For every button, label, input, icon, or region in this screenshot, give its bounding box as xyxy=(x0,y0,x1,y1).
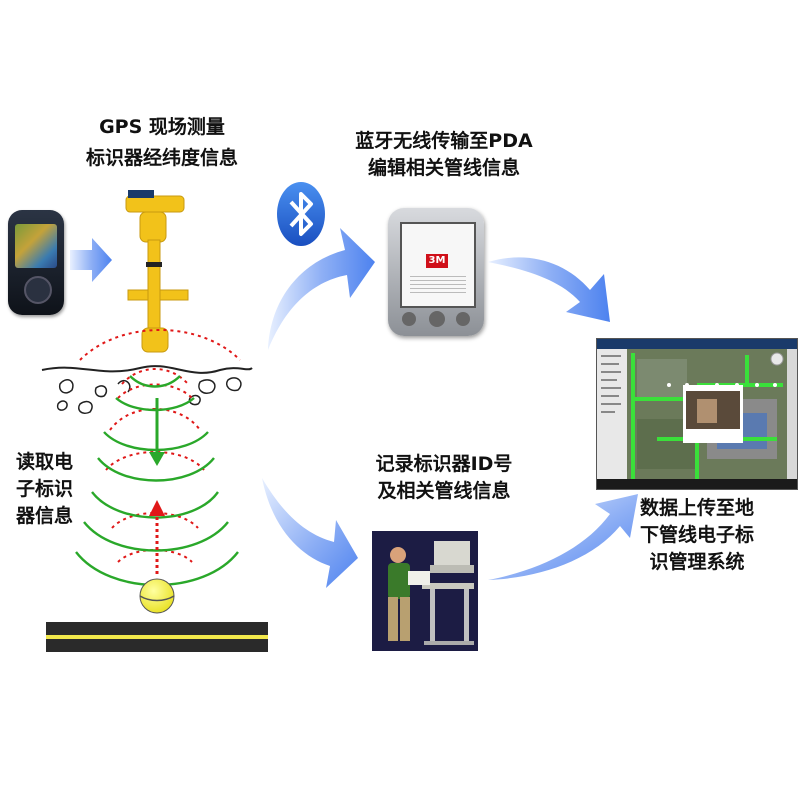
upward-signal-arrow xyxy=(149,500,165,574)
gps-label-line2: 标识器经纬度信息 xyxy=(85,147,238,169)
ball-marker-icon xyxy=(139,578,175,614)
upload-label-line2: 下管线电子标 xyxy=(639,524,754,546)
bluetooth-label-line2: 编辑相关管线信息 xyxy=(367,157,520,179)
pda-screen: 3M xyxy=(400,222,476,308)
read-marker-label: 读取电 子标识 器信息 xyxy=(16,449,73,530)
ground-surface xyxy=(41,365,253,415)
bluetooth-label-line1: 蓝牙无线传输至PDA xyxy=(355,130,533,152)
arrow-record-to-system xyxy=(488,494,638,580)
gps-handheld-icon xyxy=(8,210,64,315)
pda-button-right xyxy=(456,312,470,326)
read-marker-label-line3: 器信息 xyxy=(16,505,74,527)
read-marker-label-line1: 读取电 xyxy=(16,451,74,473)
gis-system-screenshot xyxy=(596,338,798,490)
bluetooth-label: 蓝牙无线传输至PDA 编辑相关管线信息 xyxy=(333,128,555,182)
pda-screen-text xyxy=(410,276,466,294)
gps-label: GPS 现场测量 标识器经纬度信息 xyxy=(62,114,262,172)
arrow-to-pda xyxy=(268,228,375,350)
gps-keypad xyxy=(24,276,52,304)
gps-label-line1: GPS 现场测量 xyxy=(99,116,225,138)
signal-waves-red xyxy=(79,329,241,563)
upload-label-line3: 识管理系统 xyxy=(649,551,745,573)
pda-logo: 3M xyxy=(426,254,448,268)
downward-signal-arrow xyxy=(149,398,165,466)
record-label-line1: 记录标识器ID号 xyxy=(375,453,513,475)
read-marker-label-line2: 子标识 xyxy=(16,478,74,500)
pipe-centerline xyxy=(46,635,268,639)
buried-pipe xyxy=(46,622,268,652)
pda-icon: 3M xyxy=(388,208,484,336)
arrow-pda-to-system xyxy=(488,257,610,322)
gps-screen xyxy=(15,224,57,268)
gps-to-locator-arrow xyxy=(70,238,112,282)
arrow-to-record xyxy=(262,478,358,588)
bluetooth-icon xyxy=(277,182,325,246)
worker-photo-art xyxy=(372,531,478,651)
pda-button-center xyxy=(429,311,445,327)
upload-label-line1: 数据上传至地 xyxy=(639,497,754,519)
pda-button-left xyxy=(402,312,416,326)
worker-photo xyxy=(372,531,478,651)
record-label-line2: 及相关管线信息 xyxy=(377,480,511,502)
upload-label: 数据上传至地 下管线电子标 识管理系统 xyxy=(612,495,782,576)
pipe-locator-icon xyxy=(125,190,189,353)
record-label: 记录标识器ID号 及相关管线信息 xyxy=(333,451,555,505)
gis-map-art xyxy=(597,339,797,489)
